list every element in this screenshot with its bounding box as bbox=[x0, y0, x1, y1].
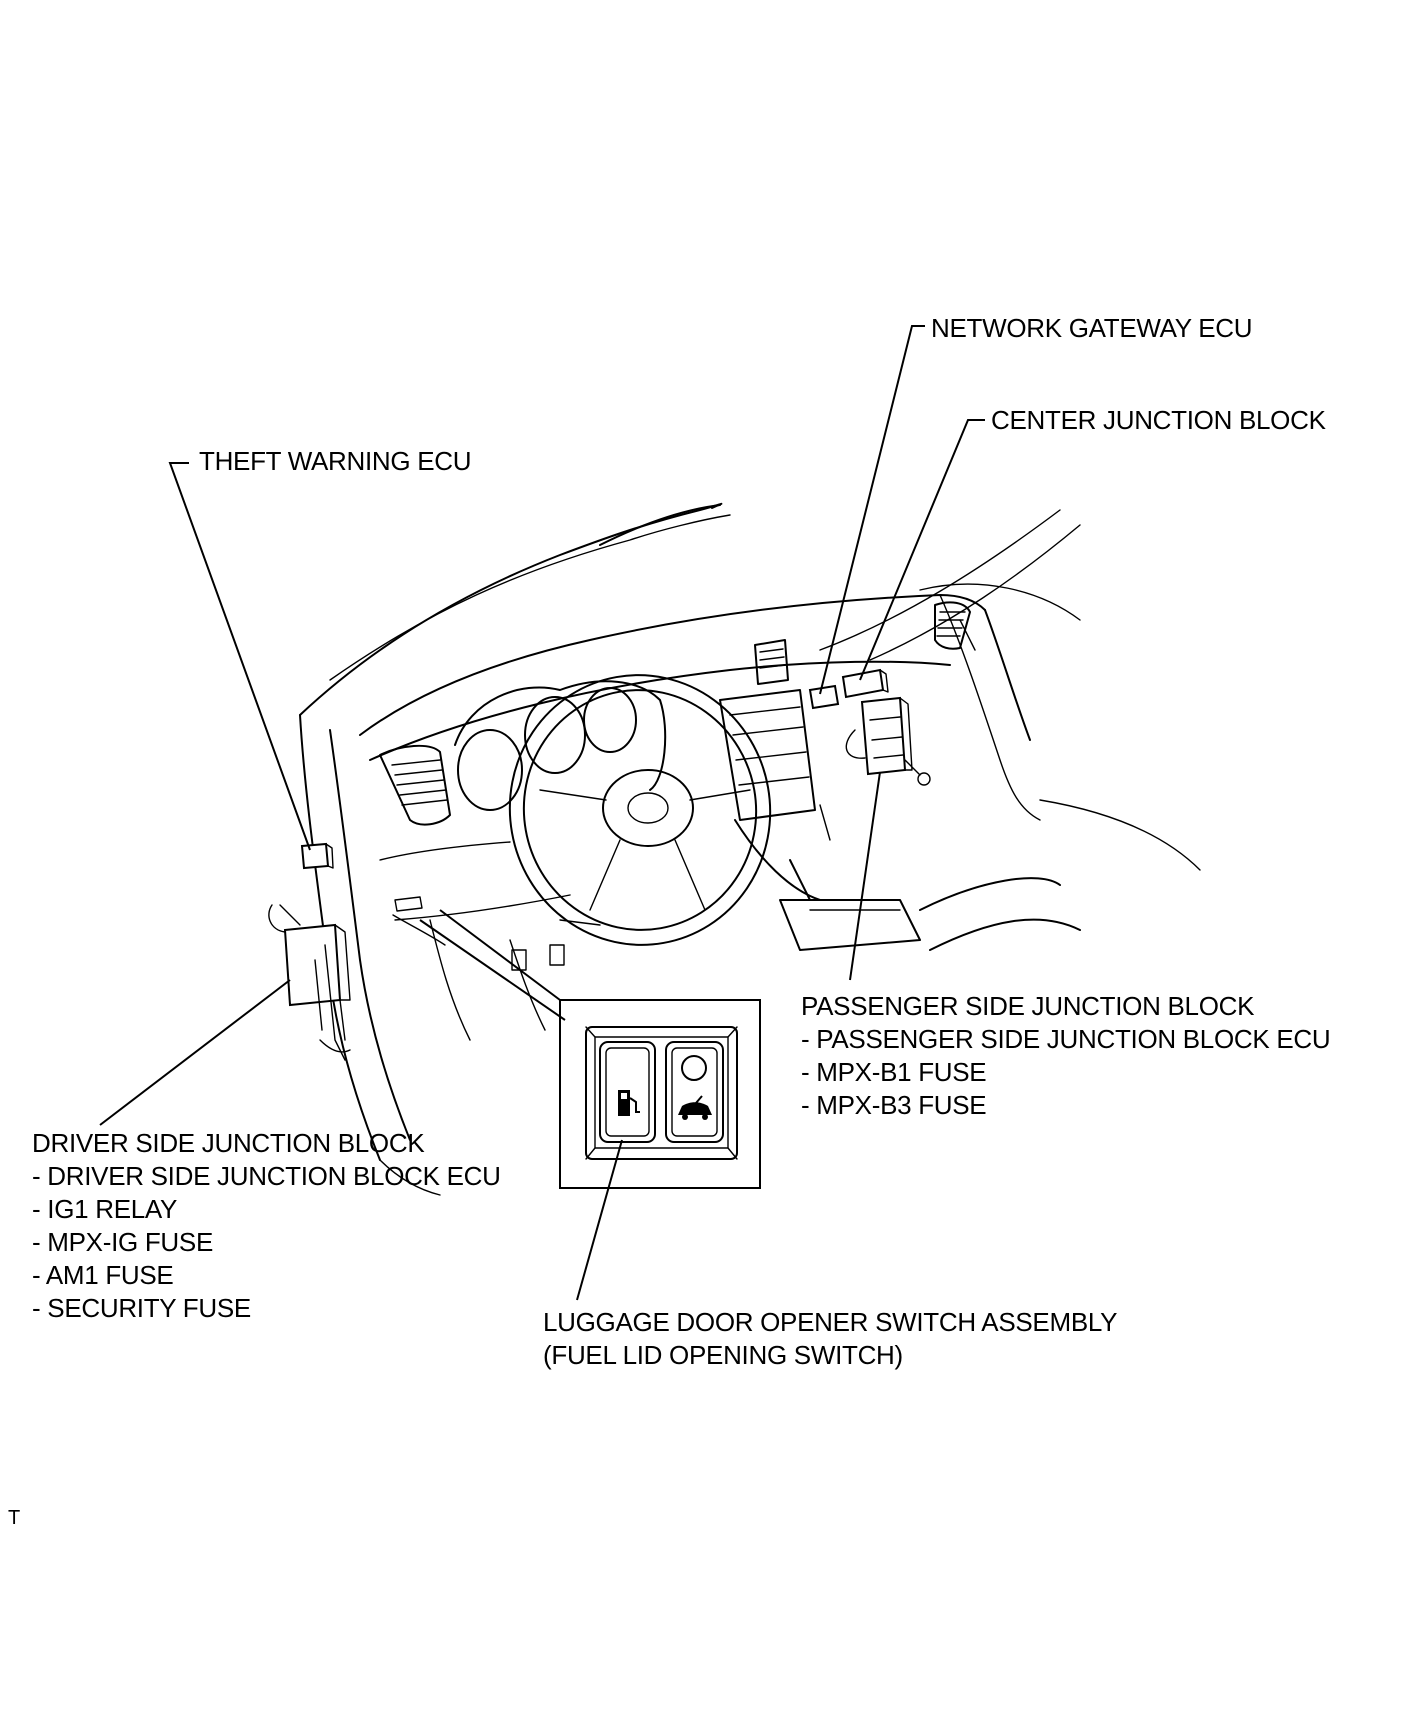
passenger-side-junction-block-label: PASSENGER SIDE JUNCTION BLOCK - PASSENGE… bbox=[801, 990, 1331, 1122]
theft-warning-ecu-text: THEFT WARNING ECU bbox=[199, 446, 472, 476]
luggage-door-opener-switch-label: LUGGAGE DOOR OPENER SWITCH ASSEMBLY (FUE… bbox=[543, 1306, 1117, 1372]
passenger-side-item: - MPX-B3 FUSE bbox=[801, 1090, 987, 1120]
right-vent bbox=[934, 601, 971, 650]
driver-side-item: - MPX-IG FUSE bbox=[32, 1227, 213, 1257]
driver-side-junction-block-label: DRIVER SIDE JUNCTION BLOCK - DRIVER SIDE… bbox=[32, 1127, 501, 1325]
passenger-junction-block-part bbox=[845, 696, 931, 786]
center-vent bbox=[754, 639, 789, 685]
network-gateway-ecu-label: NETWORK GATEWAY ECU bbox=[931, 312, 1253, 345]
corner-mark-text: T bbox=[8, 1507, 20, 1529]
network-gateway-ecu-text: NETWORK GATEWAY ECU bbox=[931, 313, 1253, 343]
center-junction-block-text: CENTER JUNCTION BLOCK bbox=[991, 405, 1326, 435]
driver-side-item: - SECURITY FUSE bbox=[32, 1293, 251, 1323]
passenger-side-title: PASSENGER SIDE JUNCTION BLOCK bbox=[801, 991, 1255, 1021]
floor-lines bbox=[429, 919, 565, 1041]
center-console bbox=[719, 689, 1201, 951]
corner-mark: T bbox=[8, 1502, 20, 1535]
driver-side-title: DRIVER SIDE JUNCTION BLOCK bbox=[32, 1128, 425, 1158]
driver-side-item: - AM1 FUSE bbox=[32, 1260, 174, 1290]
fuel-pump-icon bbox=[618, 1090, 640, 1116]
fuel-switch-location bbox=[392, 896, 446, 946]
passenger-side-item: - PASSENGER SIDE JUNCTION BLOCK ECU bbox=[801, 1024, 1331, 1054]
steering-wheel bbox=[508, 674, 772, 946]
dashboard-outline bbox=[359, 583, 1081, 921]
leader-lines bbox=[99, 325, 985, 1301]
passenger-side-item: - MPX-B1 FUSE bbox=[801, 1057, 987, 1087]
theft-warning-ecu-label: THEFT WARNING ECU bbox=[199, 445, 472, 478]
driver-side-item: - DRIVER SIDE JUNCTION BLOCK ECU bbox=[32, 1161, 501, 1191]
luggage-switch-line1: LUGGAGE DOOR OPENER SWITCH ASSEMBLY bbox=[543, 1307, 1118, 1337]
driver-side-item: - IG1 RELAY bbox=[32, 1194, 178, 1224]
left-vent bbox=[379, 744, 451, 826]
center-junction-block-label: CENTER JUNCTION BLOCK bbox=[991, 404, 1326, 437]
switch-inset bbox=[559, 999, 761, 1189]
car-trunk-icon bbox=[678, 1095, 712, 1120]
theft-warning-ecu-part bbox=[300, 842, 334, 870]
luggage-door-switch-button bbox=[665, 1041, 724, 1143]
instrument-cluster bbox=[454, 680, 667, 811]
fuel-lid-switch-button bbox=[599, 1041, 656, 1143]
center-junction-block-part bbox=[841, 668, 889, 699]
luggage-switch-line2: (FUEL LID OPENING SWITCH) bbox=[543, 1340, 903, 1370]
network-gateway-ecu-part bbox=[808, 684, 840, 710]
driver-junction-block-part bbox=[268, 904, 351, 1061]
